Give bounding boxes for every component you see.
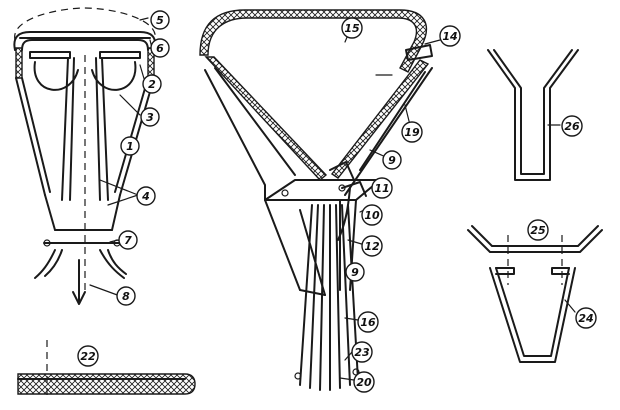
svg-text:3: 3 (146, 111, 154, 124)
callout-19: 19 (401, 121, 423, 143)
figure-channel-section (487, 49, 579, 181)
figure-left-cross-section (13, 7, 156, 305)
svg-text:23: 23 (354, 346, 370, 359)
svg-text:9: 9 (351, 266, 359, 279)
svg-text:20: 20 (356, 376, 372, 389)
svg-text:19: 19 (404, 126, 420, 139)
svg-text:9: 9 (388, 154, 396, 167)
svg-text:10: 10 (364, 209, 380, 222)
callout-22: 22 (77, 345, 99, 367)
svg-text:4: 4 (141, 190, 150, 203)
callout-9-upper: 9 (382, 150, 402, 170)
figure-center-harness (199, 9, 441, 391)
callout-5: 5 (150, 10, 170, 30)
callout-8: 8 (116, 286, 136, 306)
callout-9-lower: 9 (345, 262, 365, 282)
svg-text:24: 24 (578, 312, 593, 325)
svg-text:6: 6 (156, 42, 164, 55)
svg-text:11: 11 (374, 182, 389, 195)
svg-text:8: 8 (122, 290, 130, 303)
callout-23: 23 (351, 341, 373, 363)
svg-text:16: 16 (360, 316, 376, 329)
callout-6: 6 (150, 38, 170, 58)
svg-text:26: 26 (564, 120, 580, 133)
svg-text:25: 25 (530, 224, 546, 237)
svg-text:12: 12 (364, 240, 380, 253)
svg-text:22: 22 (80, 350, 96, 363)
svg-text:5: 5 (156, 14, 164, 27)
callout-1: 1 (120, 136, 140, 156)
callout-7: 7 (118, 230, 138, 250)
callout-24: 24 (575, 307, 597, 329)
svg-text:1: 1 (126, 140, 134, 153)
callout-14: 14 (439, 25, 461, 47)
callout-11: 11 (371, 177, 393, 199)
svg-text:2: 2 (148, 78, 156, 91)
svg-text:14: 14 (442, 30, 457, 43)
callout-26: 26 (561, 115, 583, 137)
figure-strap-section (17, 340, 196, 398)
callout-3: 3 (140, 107, 160, 127)
callout-16: 16 (357, 311, 379, 333)
callout-12: 12 (361, 235, 383, 257)
callout-4: 4 (136, 186, 156, 206)
svg-text:7: 7 (124, 234, 132, 247)
callout-25: 25 (527, 219, 549, 241)
callout-20: 20 (353, 371, 375, 393)
callout-2: 2 (142, 74, 162, 94)
svg-text:15: 15 (344, 22, 360, 35)
figure-tapered-channel (467, 225, 603, 363)
callout-10: 10 (361, 204, 383, 226)
callout-15: 15 (341, 17, 363, 39)
